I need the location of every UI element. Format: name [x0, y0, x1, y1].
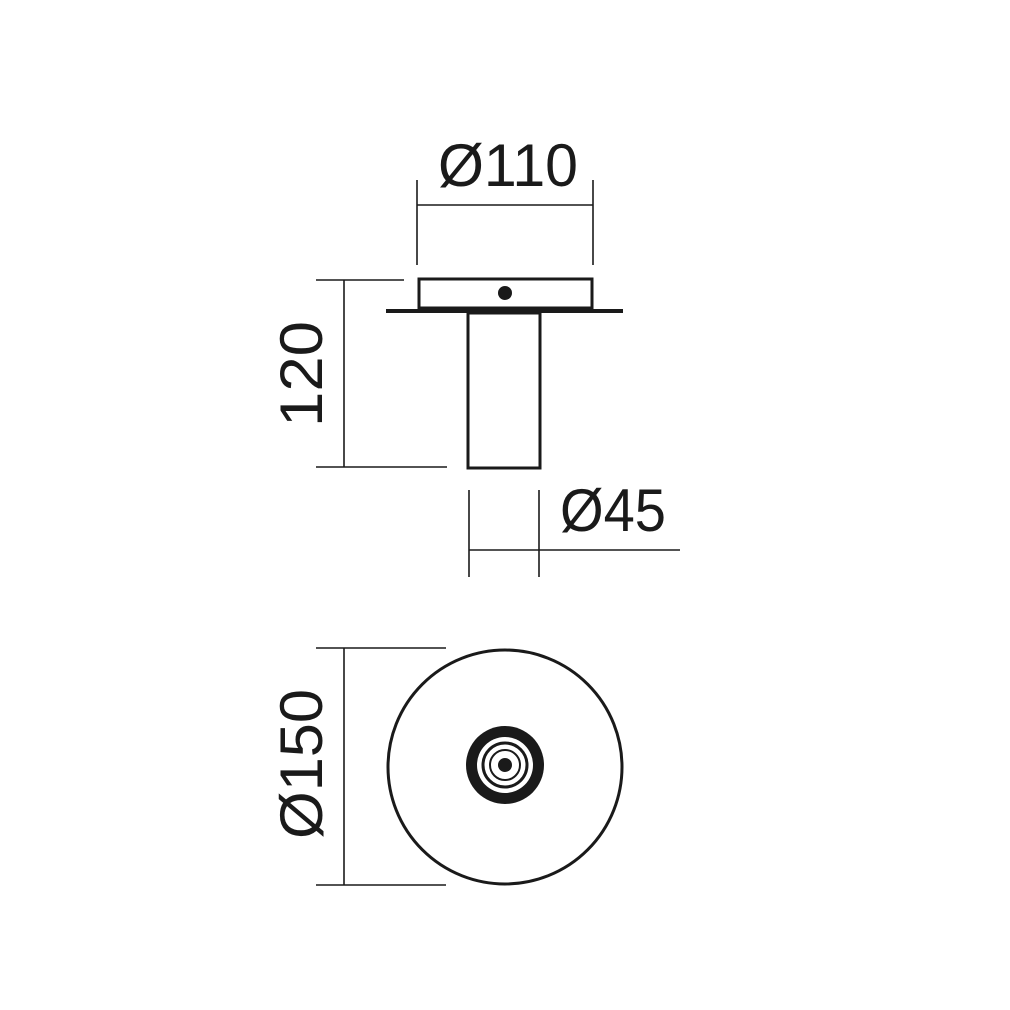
base-diameter-label: Ø150 — [268, 689, 335, 839]
socket-center-dot — [498, 758, 512, 772]
dimension-mount-diameter: Ø110 — [416, 132, 594, 265]
socket-white-ring — [489, 749, 521, 781]
dimension-base-diameter: Ø150 — [268, 647, 446, 886]
base-circle — [386, 648, 624, 886]
height-label: 120 — [268, 321, 335, 427]
screw-dot — [498, 286, 512, 300]
top-view — [386, 648, 624, 886]
mount-diameter-label: Ø110 — [438, 132, 578, 199]
mounting-plate — [417, 277, 594, 310]
cylinder-body — [466, 311, 542, 470]
side-view — [386, 277, 623, 470]
dimension-height: 120 — [268, 279, 447, 468]
socket-core-ring — [481, 741, 529, 789]
dimension-tube-diameter: Ø45 — [468, 477, 680, 577]
tube-diameter-label: Ø45 — [560, 477, 666, 544]
